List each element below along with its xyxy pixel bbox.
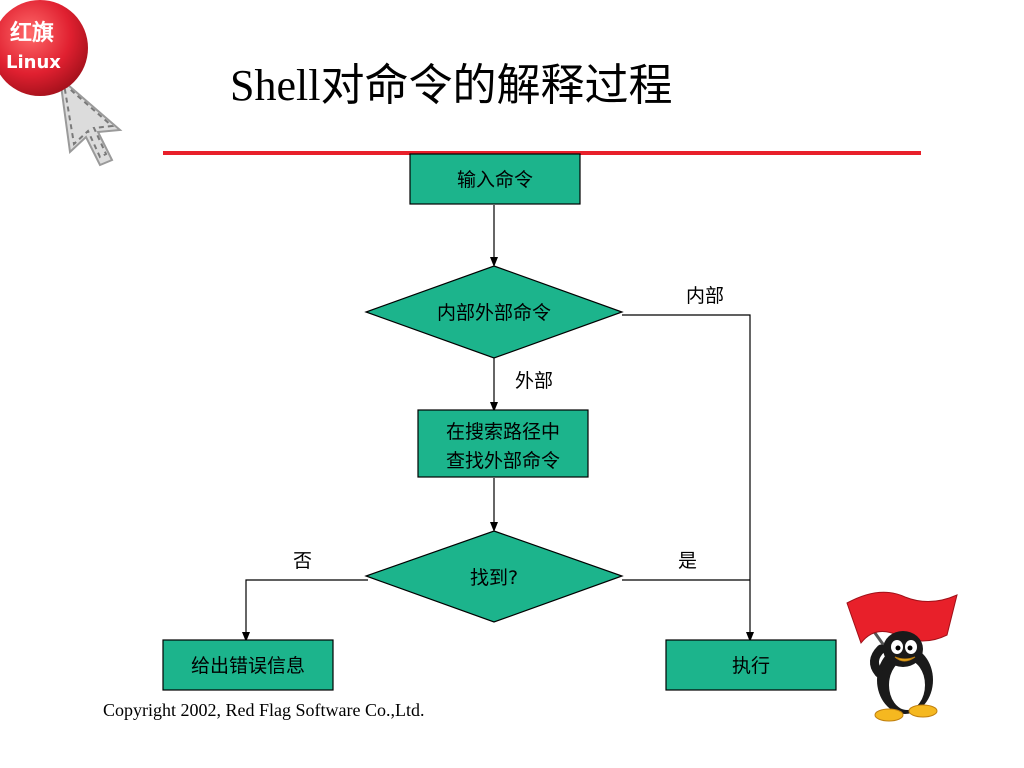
red-flag-linux-logo: 红旗 Linux [0,0,123,167]
penguin-head [883,631,923,667]
node-search-path: 在搜索路径中 查找外部命令 [417,409,589,478]
edge-internal [622,314,754,642]
penguin-belly [889,660,925,710]
logo-text-chinese: 红旗 [10,20,54,46]
edge-label-yes: 是 [678,550,697,572]
logo-circle [0,0,88,96]
red-flag-icon [846,591,958,645]
penguin-foot-left [874,708,904,722]
edge-label-no: 否 [293,550,312,572]
node-found-decision: 找到? [364,530,624,623]
node-input-label: 输入命令 [457,169,533,191]
node-execute-label: 执行 [732,655,770,677]
logo-text-linux: Linux [6,52,61,73]
penguin-beak [894,656,916,662]
node-found-label: 找到? [470,567,518,589]
penguin-arm [870,644,886,678]
node-execute: 执行 [665,639,837,691]
penguin-foot-right [908,704,938,718]
title-underline [163,151,921,155]
edge-no [242,579,368,642]
edge-label-external: 外部 [515,370,553,392]
slide-title: Shell对命令的解释过程 [230,61,673,110]
node-internal-external-decision: 内部外部命令 [364,265,624,359]
node-search-label-line2: 查找外部命令 [446,450,560,472]
node-internal-external-label: 内部外部命令 [437,302,551,324]
edge-label-internal: 内部 [686,285,724,307]
node-error-message: 给出错误信息 [162,639,334,691]
node-error-label: 给出错误信息 [191,655,305,677]
flowchart-edges [242,205,754,642]
copyright-footer: Copyright 2002, Red Flag Software Co.,Lt… [103,700,425,720]
cursor-arrow-icon [58,75,123,167]
penguin-flag-mascot-icon [846,591,958,722]
node-search-label-line1: 在搜索路径中 [446,421,560,443]
node-input-command: 输入命令 [409,153,581,205]
